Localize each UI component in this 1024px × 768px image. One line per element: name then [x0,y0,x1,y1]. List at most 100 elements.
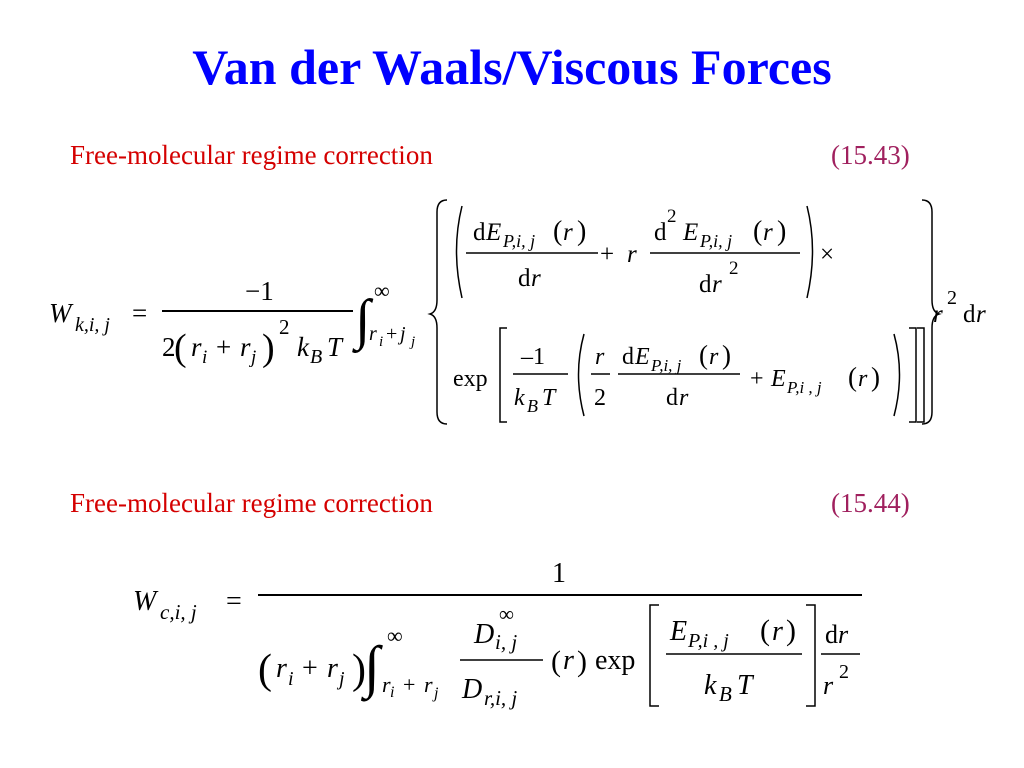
svg-text:r: r [838,620,849,649]
svg-text:×: × [820,241,834,268]
row2-bracket-right [909,327,917,423]
svg-text:B: B [527,396,538,416]
svg-text:E: E [485,219,501,246]
svg-text:2: 2 [667,206,677,227]
svg-text:2: 2 [947,287,957,309]
svg-text:E: E [770,366,786,392]
svg-text:r: r [531,265,541,292]
paren-open-big: ( [174,327,187,369]
svg-text:r: r [763,219,773,246]
svg-text:i: i [390,684,394,701]
svg-text:): ) [722,340,731,370]
svg-text:P,i, j: P,i, j [650,356,682,375]
svg-text:+: + [600,241,614,268]
svg-text:d: d [666,385,678,411]
row2-bracket-right-outer [917,327,925,423]
svg-text:r: r [712,271,722,298]
svg-text:2: 2 [594,385,606,411]
svg-text:d: d [963,301,976,328]
svg-text:r: r [240,332,251,362]
svg-text:d: d [699,271,712,298]
svg-text:∞: ∞ [387,623,403,648]
paren-close-big: ) [352,647,366,693]
svg-text:i: i [379,334,383,350]
svg-text:D: D [473,619,494,650]
svg-text:B: B [719,682,732,706]
svg-text:exp: exp [595,645,635,676]
svg-text:r: r [976,301,986,328]
numerator: 1 [552,558,566,589]
svg-text:j: j [397,323,406,345]
svg-text:j: j [248,347,256,368]
row2-paren-right [893,333,901,417]
svg-text:r: r [679,385,689,411]
svg-text:): ) [777,216,786,247]
svg-text:r: r [627,241,637,268]
svg-text:2: 2 [729,258,739,279]
svg-text:T: T [542,385,557,411]
svg-text:): ) [577,645,587,678]
svg-text:P,i , j: P,i , j [687,630,729,652]
svg-text:P,i, j: P,i, j [699,231,732,251]
brace-left [427,199,448,425]
row2-bracket-left [499,327,507,423]
svg-text:D: D [461,674,482,705]
svg-text:d: d [825,620,838,649]
lhs-symbol: W [49,298,74,328]
equation-number-15-44: (15.44) [831,488,910,518]
svg-text:P,i, j: P,i, j [502,231,535,251]
svg-text:E: E [682,219,698,246]
svg-text:i: i [288,668,294,690]
svg-text:): ) [577,216,586,247]
svg-text:2: 2 [839,661,849,683]
svg-text:k: k [514,385,525,411]
svg-text:j: j [409,334,415,350]
svg-text:d: d [654,219,667,246]
svg-text:r: r [327,653,338,684]
svg-text:(: ( [848,362,857,392]
svg-text:E: E [669,616,687,647]
svg-text:k: k [704,670,717,701]
svg-text:i, j: i, j [495,630,517,654]
svg-text:r: r [424,672,433,697]
svg-text:2: 2 [279,315,290,339]
lhs-subscript: c,i, j [160,600,197,624]
svg-text:r: r [823,671,834,700]
svg-text:j: j [432,685,439,702]
lhs-equals: = [132,298,147,328]
svg-text:+: + [386,323,397,345]
svg-text:T: T [737,670,755,701]
section-label-15-43: Free-molecular regime correction [70,140,433,170]
exp-bracket-left [649,604,659,707]
equation-number-15-43: (15.43) [831,140,910,170]
svg-text:+: + [302,653,318,684]
svg-text:): ) [871,362,880,392]
brace-right [921,199,942,425]
svg-text:(: ( [760,614,770,647]
svg-text:+: + [750,366,764,392]
svg-text:∞: ∞ [499,602,514,626]
svg-text:r: r [382,672,391,697]
lhs-equals: = [226,586,242,617]
prefactor-numerator: −1 [245,276,274,306]
row2-paren-left [577,333,585,417]
svg-text:P,i , j: P,i , j [786,378,822,397]
svg-text:r: r [563,219,573,246]
svg-text:r: r [276,653,287,684]
svg-text:d: d [473,219,486,246]
svg-text:+: + [216,332,231,362]
svg-text:r: r [191,332,202,362]
svg-text:r: r [933,301,943,328]
svg-text:(: ( [753,216,762,247]
svg-text:j: j [336,668,345,690]
svg-text:(: ( [551,645,561,678]
svg-text:(: ( [553,216,562,247]
svg-text:r: r [369,323,377,345]
integral-sign: ∫ [360,634,383,702]
svg-text:r: r [772,616,783,647]
svg-text:i: i [202,347,207,368]
exp-bracket-right [806,604,816,707]
integral-sign: ∫ [352,289,374,354]
